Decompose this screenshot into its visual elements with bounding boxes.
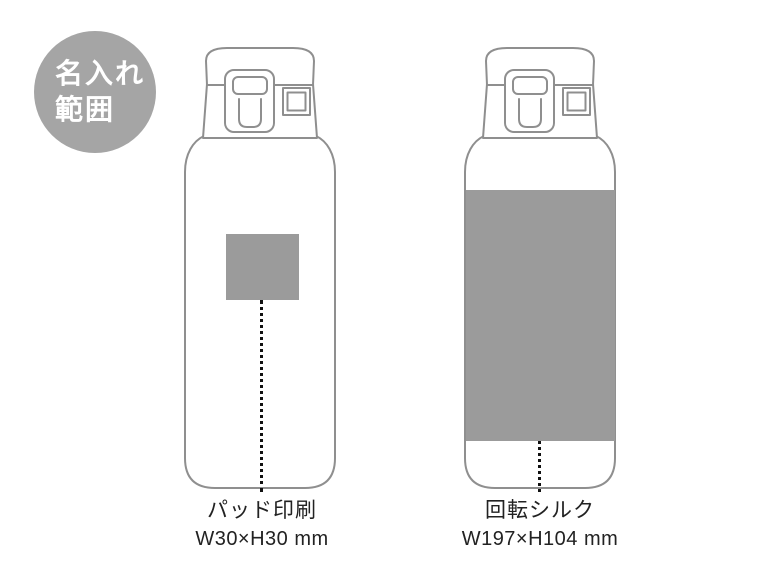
badge-text-line2: 範囲 [55, 94, 116, 125]
rotary-silk-print-area [466, 190, 615, 441]
pad-print-leader-line [260, 300, 263, 492]
pad-print-label: パッド印刷 W30×H30 mm [172, 494, 352, 551]
rotary-silk-label: 回転シルク W197×H104 mm [450, 494, 630, 551]
rotary-silk-leader-line [538, 441, 541, 492]
pad-print-method-label: パッド印刷 [207, 499, 317, 522]
badge-text-line1: 名入れ [55, 57, 146, 89]
rotary-silk-size-label: W197×H104 mm [461, 528, 619, 550]
pad-print-size-label: W30×H30 mm [195, 528, 329, 550]
naire-hani-badge: 名入れ 範囲 [34, 31, 156, 153]
pad-print-area [226, 234, 299, 300]
rotary-silk-method-label: 回転シルク [485, 499, 595, 522]
